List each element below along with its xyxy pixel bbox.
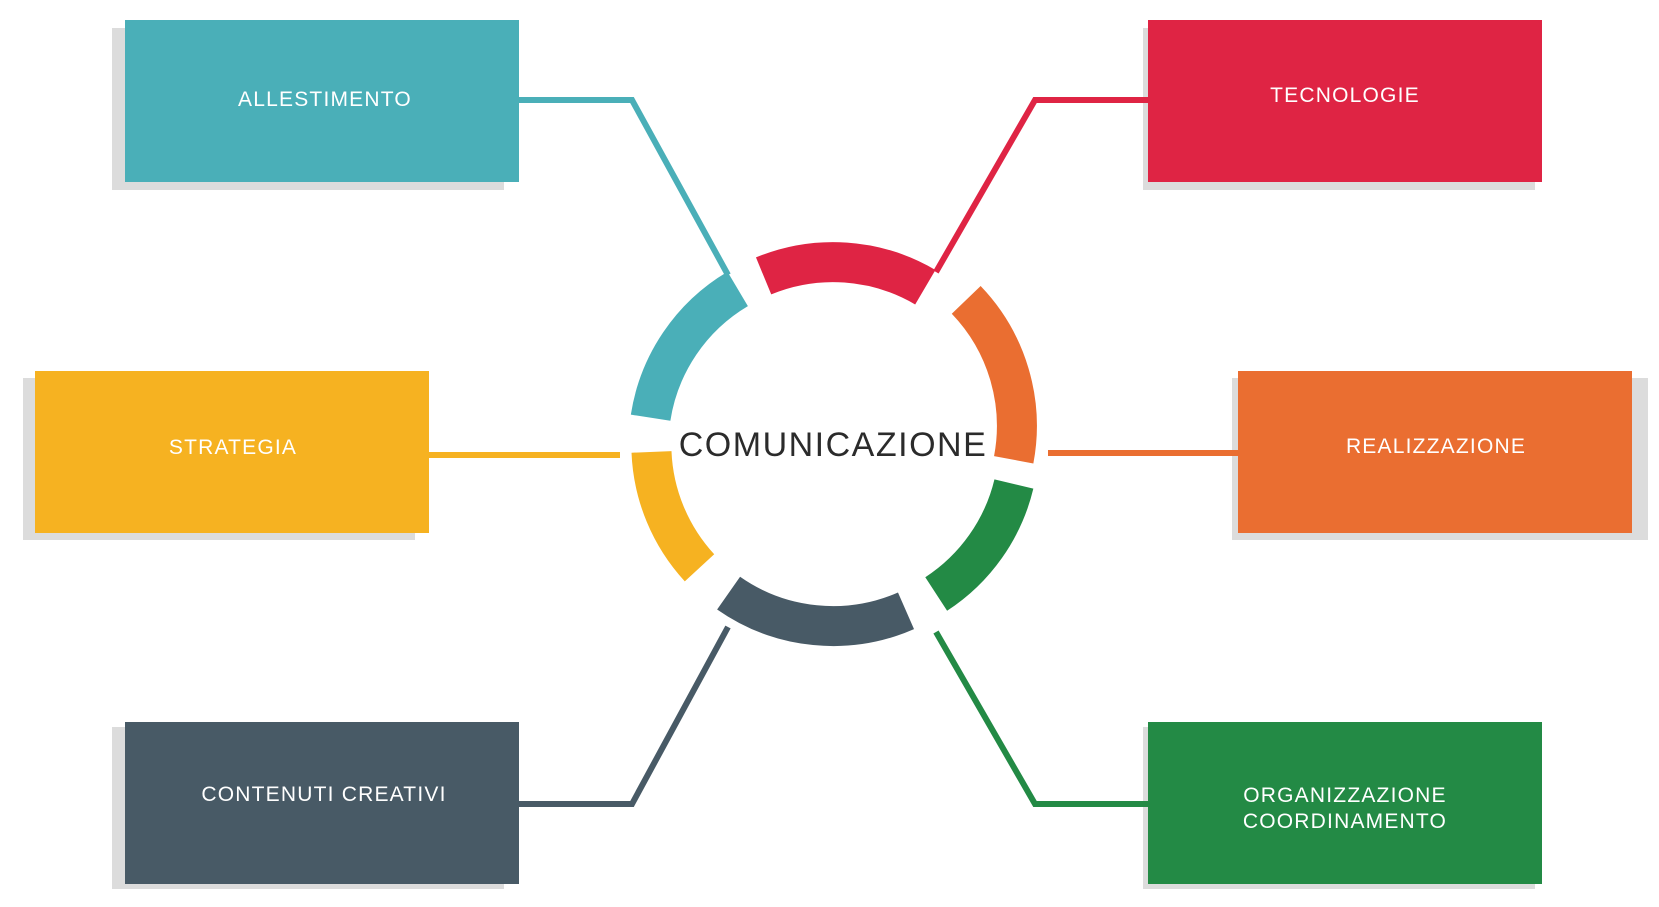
box-realizzazione-bg [1238,371,1632,533]
connector-organizzazione [933,630,1148,807]
box-allestimento: ALLESTIMENTO [125,20,519,182]
box-strategia-label: STRATEGIA [169,436,297,459]
box-organizzazione: ORGANIZZAZIONE COORDINAMENTO [1148,722,1542,884]
box-contenuti-creativi-bg [125,722,519,884]
box-tecnologie-label: TECNOLOGIE [1270,84,1420,107]
ring [630,242,1037,647]
connectors [429,97,1238,807]
connector-allestimento [519,97,731,277]
connector-tecnologie [933,97,1148,274]
box-tecnologie: TECNOLOGIE [1148,20,1542,182]
ring-segment-organizzazione [924,478,1034,611]
box-organizzazione-label-line2: COORDINAMENTO [1243,810,1447,833]
box-strategia: STRATEGIA [35,371,429,533]
ring-segment-contenuti [717,576,915,647]
box-tecnologie-bg [1148,20,1542,182]
box-allestimento-bg [125,20,519,182]
ring-segment-strategia [631,450,715,582]
box-allestimento-label: ALLESTIMENTO [238,88,412,111]
box-organizzazione-label-line1: ORGANIZZAZIONE [1243,784,1446,807]
ring-segment-tecnologie [755,242,936,305]
box-contenuti-creativi-label: CONTENUTI CREATIVI [201,783,446,806]
box-strategia-bg [35,371,429,533]
box-realizzazione: REALIZZAZIONE [1238,371,1632,533]
ring-segment-allestimento [630,271,749,422]
box-realizzazione-label: REALIZZAZIONE [1346,435,1526,458]
ring-segment-realizzazione [951,286,1037,464]
box-organizzazione-bg [1148,722,1542,884]
box-contenuti-creativi: CONTENUTI CREATIVI [125,722,519,884]
center-label: COMUNICAZIONE [679,426,988,464]
connector-contenuti [519,625,731,807]
